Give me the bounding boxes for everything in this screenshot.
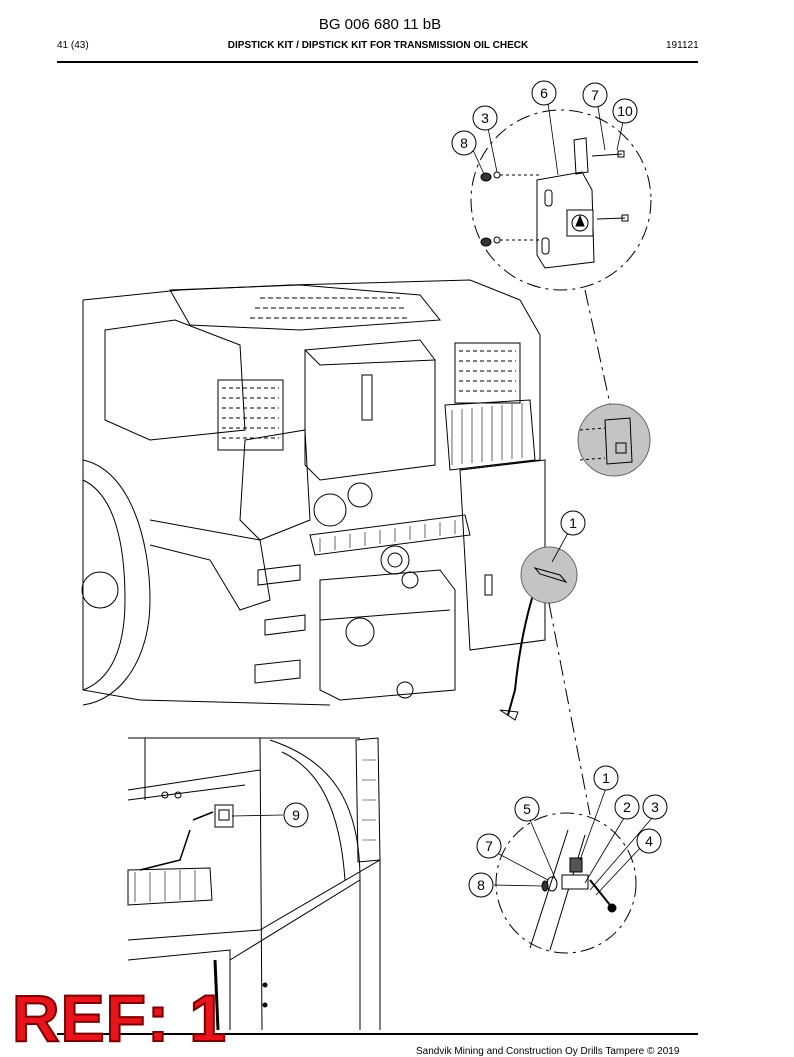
bottom-detail-leaders <box>493 787 653 896</box>
callout-label: 3 <box>481 110 489 126</box>
callout-label: 10 <box>617 103 633 119</box>
detail-markers <box>520 403 651 604</box>
callout-label: 1 <box>569 515 577 531</box>
callout-label: 4 <box>645 833 653 849</box>
callout-circle <box>614 794 640 820</box>
page-number: 41 (43) <box>57 40 89 51</box>
callout-circle <box>531 80 557 106</box>
callout-label: 5 <box>523 801 531 817</box>
callout-circle <box>642 794 668 820</box>
callout-label: 7 <box>591 87 599 103</box>
top-detail-view <box>470 109 652 291</box>
callout-label: 7 <box>485 838 493 854</box>
right-grille <box>454 342 521 404</box>
callout-circle <box>612 98 638 124</box>
top-detail-leaders <box>472 102 624 176</box>
footer-copyright: Sandvik Mining and Construction Oy Drill… <box>416 1046 680 1057</box>
callout-label: 8 <box>477 877 485 893</box>
callout-circle <box>514 796 540 822</box>
callout-label: 6 <box>540 85 548 101</box>
callout-circle <box>283 802 309 828</box>
callout-circle <box>476 833 502 859</box>
callout-circle <box>451 130 477 156</box>
main-callout-leader <box>551 532 569 563</box>
detail-connectors <box>548 289 611 816</box>
machine-main-view <box>81 279 546 721</box>
callout-circle <box>636 828 662 854</box>
left-detail-view <box>127 737 381 1031</box>
callout-circle <box>560 510 586 536</box>
callout-circle <box>593 765 619 791</box>
bottom-detail-view <box>495 812 637 954</box>
header-rule <box>57 61 698 63</box>
revision-date: 191121 <box>666 40 699 51</box>
callout-label: 9 <box>292 807 300 823</box>
page-title: DIPSTICK KIT / DIPSTICK KIT FOR TRANSMIS… <box>227 40 529 51</box>
left-callout-leader <box>231 814 284 817</box>
top-detail-circle <box>470 109 652 291</box>
callout-label: 2 <box>623 799 631 815</box>
left-grille <box>217 379 284 451</box>
footer-rule <box>57 1033 698 1035</box>
callout-circle <box>582 82 608 108</box>
callout-label: 8 <box>460 135 468 151</box>
ref-stamp: REF: 1 <box>11 981 228 1055</box>
callout-label: 3 <box>651 799 659 815</box>
callouts <box>283 80 668 898</box>
callout-circle <box>468 872 494 898</box>
callout-circle <box>472 105 498 131</box>
callout-label: 1 <box>602 770 610 786</box>
document-id: BG 006 680 11 bB <box>318 16 442 33</box>
bottom-detail-circle <box>495 812 637 954</box>
